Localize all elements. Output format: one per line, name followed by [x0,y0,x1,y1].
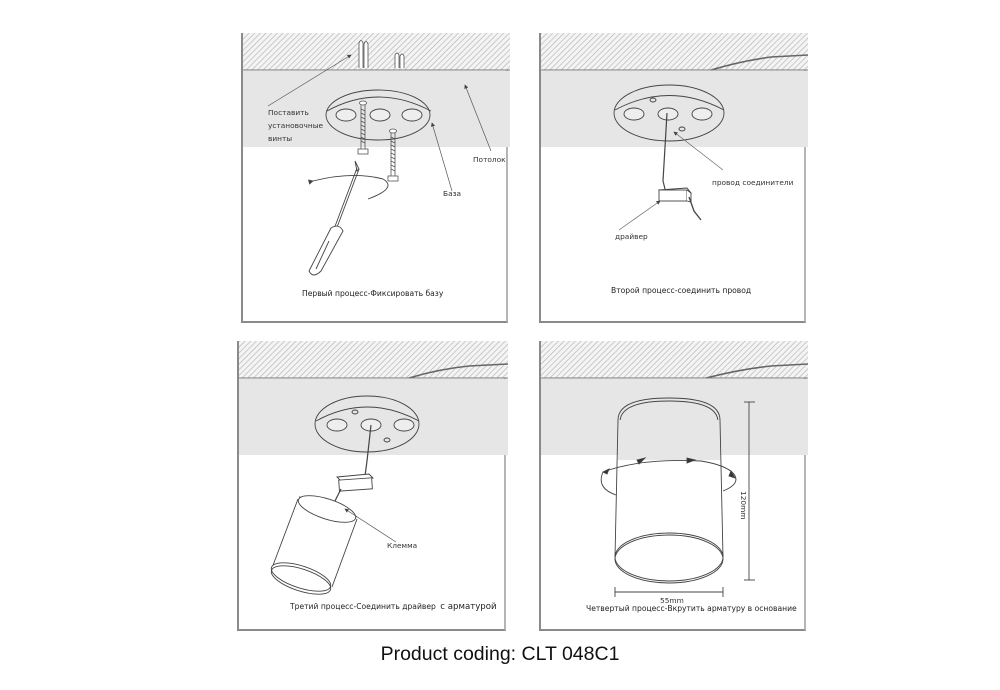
screwdriver-icon [308,160,360,276]
dimension-height-icon [744,401,755,581]
step2-illustration [541,33,808,231]
screws-label-line3: винты [268,134,293,143]
base-label: База [443,189,462,198]
step1-panel: Поставить установочные винты Потолок Баз… [241,33,510,323]
rotation-arrow-icon [307,174,389,200]
base-plate-icon [613,84,725,142]
driver-label: драйвер [615,232,648,241]
output-wire-icon [688,196,702,221]
light-fixture-icon [270,495,358,595]
light-fixture-icon [614,397,724,584]
step2-panel: провод соединители драйвер Второй процес… [539,33,808,323]
rotation-arrow-icon [600,457,737,496]
base-plate-icon [314,395,420,453]
screws-label-line2: установочные [268,121,324,130]
wire-icon [364,424,372,477]
step3-caption-main: Третий процесс-Соединить драйвер [290,602,436,611]
base-plate-icon [325,89,432,141]
terminal-label: Клемма [387,541,418,550]
ceiling-label: Потолок [473,155,506,164]
step1-caption: Первый процесс-Фиксировать базу [302,289,444,298]
step1-illustration [243,33,510,276]
step4-caption: Четвертый процесс-Вкрутить арматуру в ос… [586,604,797,613]
step3-caption-tail: с арматурой [440,602,497,612]
width-dimension-label: 55mm [660,596,684,605]
dimension-width-icon [614,587,724,597]
product-coding: Product coding: CLT 048C1 [380,643,620,665]
driver-box-icon [658,187,692,203]
wall-anchor-icon [358,40,405,68]
step4-panel: 120mm 55mm Четвертый процесс-Вкрутить ар… [539,341,808,631]
screw-icon [357,100,399,182]
step2-caption: Второй процесс-соединить провод [611,286,752,295]
driver-box-icon [336,473,374,492]
step3-caption: Третий процесс-Соединить драйвер с армат… [290,603,497,612]
wire-icon [662,112,668,190]
screws-label-line1: Поставить [268,108,309,117]
wire-label: провод соединители [712,178,794,187]
step3-panel: Клемма Третий процесс-Соединить драйвер … [237,341,508,631]
step3-illustration [239,341,508,595]
step4-illustration [541,341,808,597]
height-dimension-label: 120mm [739,491,748,520]
